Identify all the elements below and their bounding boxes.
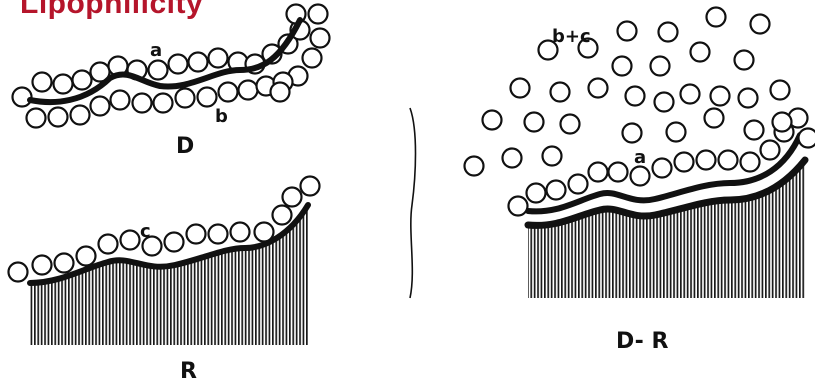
water-molecule-6 [631,167,650,186]
water-molecule-3 [73,71,92,90]
dr-water-molecules [465,8,815,216]
d-water-molecules [13,5,330,128]
water-molecule-16 [618,22,637,41]
water-molecule-18 [311,29,330,48]
water-molecule-7 [149,61,168,80]
water-molecule-35 [626,87,645,106]
water-molecule-17 [659,23,678,42]
water-molecule-0 [509,197,528,216]
water-molecule-9 [189,53,208,72]
water-molecule-36 [681,85,700,104]
water-molecule-43 [705,109,724,128]
water-molecule-37 [739,89,758,108]
water-molecule-11 [741,153,760,172]
reaction-bracket [410,108,416,298]
d-site-a-label: a [150,40,162,61]
water-molecule-28 [651,57,670,76]
water-molecule-5 [609,163,628,182]
panel-d: a b D [13,5,330,160]
water-molecule-7 [165,233,184,252]
water-molecule-3 [569,175,588,194]
d-site-b-label: b [215,106,228,127]
water-molecule-25 [111,91,130,110]
water-molecule-0 [13,88,32,107]
water-molecule-26 [133,94,152,113]
water-molecule-27 [613,57,632,76]
water-molecule-41 [623,124,642,143]
water-molecule-30 [711,87,730,106]
water-molecule-11 [255,223,274,242]
water-molecule-15 [799,129,815,148]
water-molecule-33 [525,113,544,132]
water-molecule-32 [483,111,502,130]
dr-panel-label: D- R [616,329,668,354]
water-molecule-10 [231,223,250,242]
water-molecule-24 [91,97,110,116]
water-molecule-10 [209,49,228,68]
water-molecule-8 [169,55,188,74]
water-molecule-26 [589,79,608,98]
water-molecule-34 [271,83,290,102]
water-molecule-4 [99,235,118,254]
panel-r: c R [9,177,320,384]
d-panel-label: D [176,134,194,159]
water-molecule-31 [771,81,790,100]
dr-released-label: b+c [552,26,591,47]
water-molecule-29 [655,93,674,112]
water-molecule-28 [176,89,195,108]
water-molecule-1 [33,256,52,275]
water-molecule-9 [697,151,716,170]
water-molecule-29 [198,88,217,107]
water-molecule-22 [49,108,68,127]
water-molecule-7 [653,159,672,178]
panel-dr: b+c a D- R [465,8,815,355]
water-molecule-40 [543,147,562,166]
water-molecule-44 [745,121,764,140]
water-molecule-0 [9,263,28,282]
water-molecule-18 [707,8,726,27]
water-molecule-30 [219,83,238,102]
water-molecule-17 [309,5,328,24]
water-molecule-3 [77,247,96,266]
water-molecule-2 [547,181,566,200]
r-panel-label: R [180,359,197,384]
water-molecule-2 [54,75,73,94]
water-molecule-19 [751,15,770,34]
water-molecule-38 [465,157,484,176]
water-molecule-1 [33,73,52,92]
water-molecule-24 [511,79,530,98]
water-molecule-9 [209,225,228,244]
water-molecule-31 [239,81,258,100]
water-molecule-14 [301,177,320,196]
r-site-c-label: c [140,221,151,242]
water-molecule-1 [527,184,546,203]
water-molecule-8 [187,225,206,244]
water-molecule-12 [273,206,292,225]
water-molecule-25 [551,83,570,102]
water-molecule-23 [735,51,754,70]
water-molecule-39 [503,149,522,168]
water-molecule-10 [719,151,738,170]
water-molecule-21 [27,109,46,128]
water-molecule-8 [675,153,694,172]
dr-site-a-label: a [634,147,646,168]
water-molecule-23 [71,106,90,125]
water-molecule-34 [561,115,580,134]
water-molecule-13 [283,188,302,207]
water-molecule-2 [55,254,74,273]
water-molecule-45 [773,113,792,132]
water-molecule-5 [121,231,140,250]
water-molecule-27 [154,94,173,113]
water-molecule-19 [303,49,322,68]
water-molecule-4 [589,163,608,182]
water-molecule-12 [761,141,780,160]
water-molecule-22 [691,43,710,62]
water-molecule-42 [667,123,686,142]
